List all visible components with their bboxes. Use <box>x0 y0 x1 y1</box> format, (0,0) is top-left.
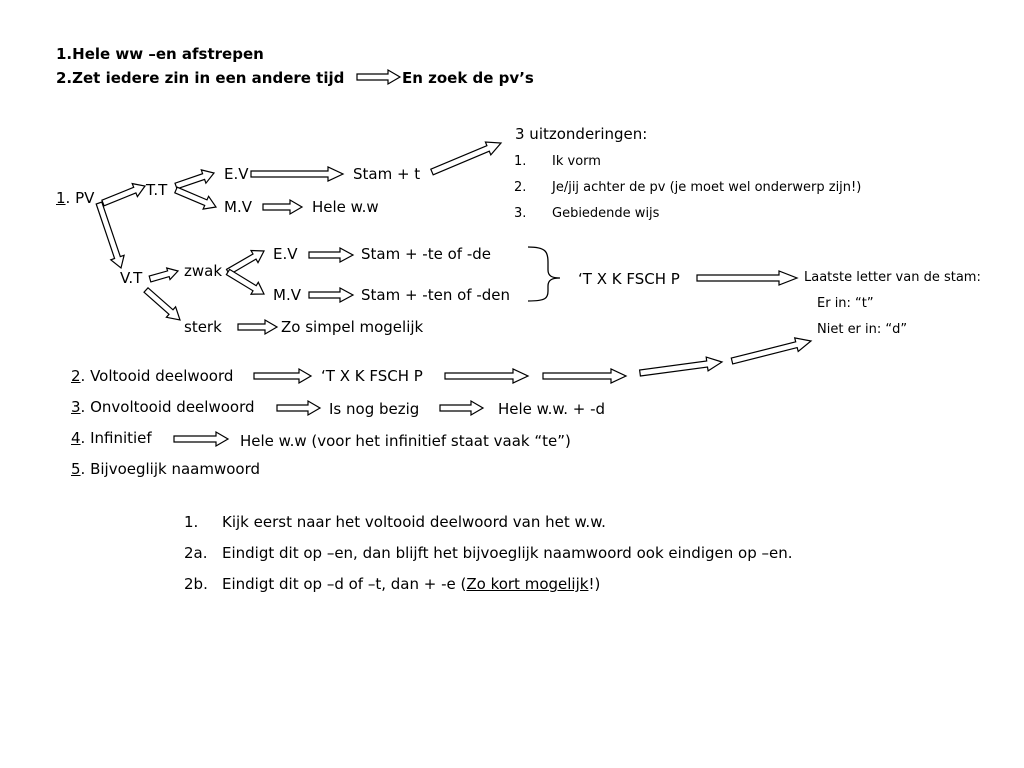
arrow-tt-mv-result <box>262 198 304 216</box>
exception-1-num: 1. <box>514 154 527 169</box>
zwak-ev-label: E.V <box>273 245 298 263</box>
arrow-tt-ev <box>174 169 216 190</box>
last-letter-label: Laatste letter van de stam: <box>804 270 981 285</box>
arrow-zwak-mv <box>225 268 265 295</box>
item-2-text: . Voltooid deelwoord <box>80 367 234 385</box>
exception-2-text: Je/jij achter de pv (je moet wel onderwe… <box>552 180 862 195</box>
brace <box>527 246 561 302</box>
instruction-line-2: 2.Zet iedere zin in een andere tijd <box>56 69 345 87</box>
step-1-num: 1. <box>184 513 199 531</box>
item-5-text: . Bijvoeglijk naamwoord <box>80 460 261 478</box>
item-3-text: . Onvoltooid deelwoord <box>80 398 255 416</box>
tt-ev-result: Stam + t <box>353 165 421 183</box>
arrow-pv-vt <box>95 201 125 270</box>
arrow-item2-chain-3 <box>638 356 724 377</box>
step-2b-num: 2b. <box>184 575 208 593</box>
arrow-item3-rule <box>439 399 485 417</box>
exception-2-num: 2. <box>514 180 527 195</box>
step-2b-text-post: !) <box>588 575 601 593</box>
item-3-label: 3. Onvoltooid deelwoord <box>71 398 255 416</box>
pv-number: 1 <box>56 189 66 207</box>
item-4-number: 4 <box>71 429 81 447</box>
arrow-header <box>356 68 402 86</box>
item-2-label: 2. Voltooid deelwoord <box>71 367 233 385</box>
item-3-rule: Hele w.w. + -d <box>498 400 606 418</box>
item-2-rule: ‘T X K FSCH P <box>321 367 423 385</box>
tt-mv-label: M.V <box>224 198 252 216</box>
arrow-vt-zwak <box>148 267 180 283</box>
arrow-item2-chain-1 <box>444 368 530 384</box>
arrow-zwak-mv-result <box>308 286 355 304</box>
last-letter-in: Er in: “t” <box>817 296 874 311</box>
arrow-item2-rule <box>253 367 313 385</box>
step-2b-emphasis: Zo kort mogelijk <box>466 575 589 593</box>
tt-mv-result: Hele w.w <box>312 198 379 216</box>
pv-text: . PV <box>65 189 95 207</box>
arrow-item3-mid <box>276 399 322 417</box>
pv-label: 1. PV <box>56 189 94 207</box>
step-2b-text-pre: Eindigt dit op –d of –t, dan + -e ( <box>222 575 467 593</box>
arrow-tt-mv <box>174 186 218 210</box>
last-letter-not-in: Niet er in: “d” <box>817 322 908 337</box>
item-4-text: . Infinitief <box>80 429 152 447</box>
zwak-mv-label: M.V <box>273 286 301 304</box>
sterk-result: Zo simpel mogelijk <box>281 318 424 336</box>
item-3-number: 3 <box>71 398 81 416</box>
sterk-label: sterk <box>184 318 222 336</box>
arrow-zwak-ev <box>225 249 265 276</box>
arrow-tt-ev-result <box>250 166 345 182</box>
item-5-number: 5 <box>71 460 81 478</box>
step-1-text: Kijk eerst naar het voltooid deelwoord v… <box>222 513 606 531</box>
step-2a-num: 2a. <box>184 544 208 562</box>
zwak-mv-result: Stam + -ten of -den <box>361 286 511 304</box>
arrow-item2-chain-2 <box>542 368 628 384</box>
item-4-label: 4. Infinitief <box>71 429 152 447</box>
arrow-txk-last-letter <box>696 270 799 286</box>
instruction-line-1: 1.Hele ww –en afstrepen <box>56 45 264 63</box>
item-3-mid: Is nog bezig <box>329 400 420 418</box>
arrow-vt-sterk <box>143 286 181 321</box>
instruction-line-2-result: En zoek de pv’s <box>402 69 534 87</box>
vt-label: V.T <box>120 269 143 287</box>
txk-rule: ‘T X K FSCH P <box>578 270 680 288</box>
exception-3-text: Gebiedende wijs <box>552 206 660 221</box>
exceptions-title: 3 uitzonderingen: <box>515 125 648 143</box>
arrow-exceptions <box>430 141 503 176</box>
item-2-number: 2 <box>71 367 81 385</box>
zwak-ev-result: Stam + -te of -de <box>361 245 491 263</box>
arrow-pv-tt <box>101 182 147 207</box>
arrow-sterk-result <box>237 318 279 336</box>
arrow-item4-rule <box>173 430 230 448</box>
zwak-label: zwak <box>184 262 223 280</box>
step-2b-text: Eindigt dit op –d of –t, dan + -e (Zo ko… <box>222 575 600 593</box>
step-2a-text: Eindigt dit op –en, dan blijft het bijvo… <box>222 544 793 562</box>
exception-3-num: 3. <box>514 206 527 221</box>
arrow-zwak-ev-result <box>308 246 355 264</box>
tt-label: T.T <box>146 181 168 199</box>
tt-ev-label: E.V <box>224 165 249 183</box>
exception-1-text: Ik vorm <box>552 154 601 169</box>
arrow-item2-chain-4 <box>730 337 813 365</box>
item-4-rule: Hele w.w (voor het infinitief staat vaak… <box>240 432 571 450</box>
item-5-label: 5. Bijvoeglijk naamwoord <box>71 460 260 478</box>
